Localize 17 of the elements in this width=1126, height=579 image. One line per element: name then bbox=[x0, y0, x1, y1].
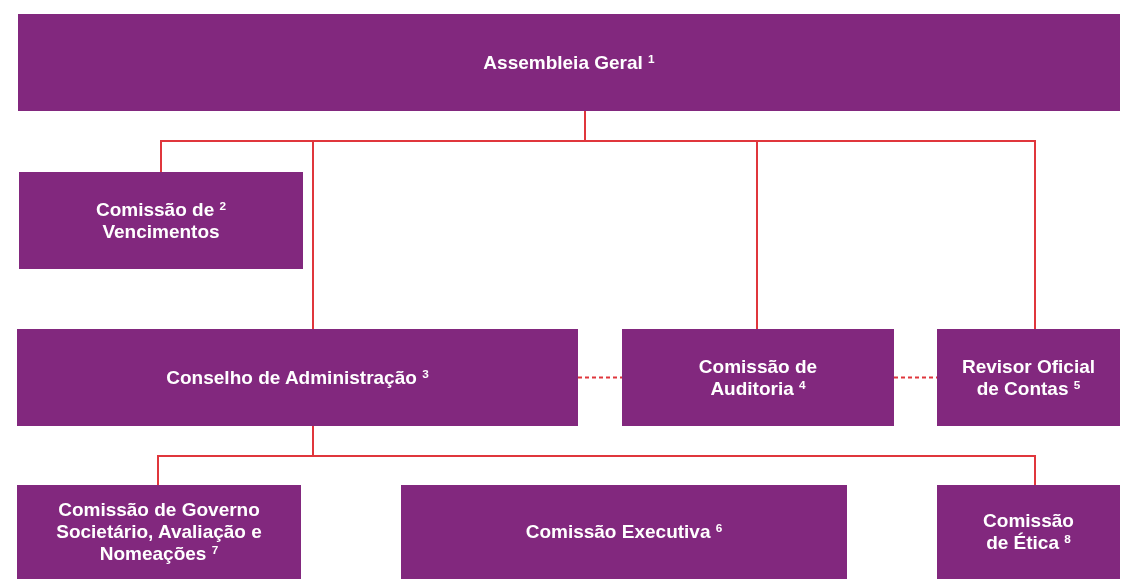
org-box bbox=[17, 329, 578, 426]
org-box bbox=[19, 172, 303, 269]
org-box bbox=[401, 485, 847, 579]
box-label: Conselho de Administração $^{3}$ bbox=[166, 366, 429, 389]
org-box bbox=[937, 485, 1120, 579]
box-label: Assembleia Geral $^{1}$ bbox=[483, 51, 655, 74]
org-box bbox=[622, 329, 894, 426]
org-box bbox=[17, 485, 301, 579]
connector-line bbox=[577, 376, 623, 379]
org-box bbox=[937, 329, 1120, 426]
box-label: Comissão de Governo Societário, Avaliação e Nomeações $^{7}$ bbox=[55, 499, 263, 565]
box-label: Revisor Oficial de Contas $^{5}$ bbox=[960, 355, 1097, 400]
org-box bbox=[18, 14, 1120, 111]
box-label: Comissão de Ética $^{8}$ bbox=[982, 510, 1075, 554]
box-label: Comissão de $^{2}$ Vencimentos bbox=[94, 198, 228, 243]
box-label: Comissão Executiva $^{6}$ bbox=[525, 521, 723, 543]
box-label: Comissão de Auditoria $^{4}$ bbox=[697, 355, 819, 400]
